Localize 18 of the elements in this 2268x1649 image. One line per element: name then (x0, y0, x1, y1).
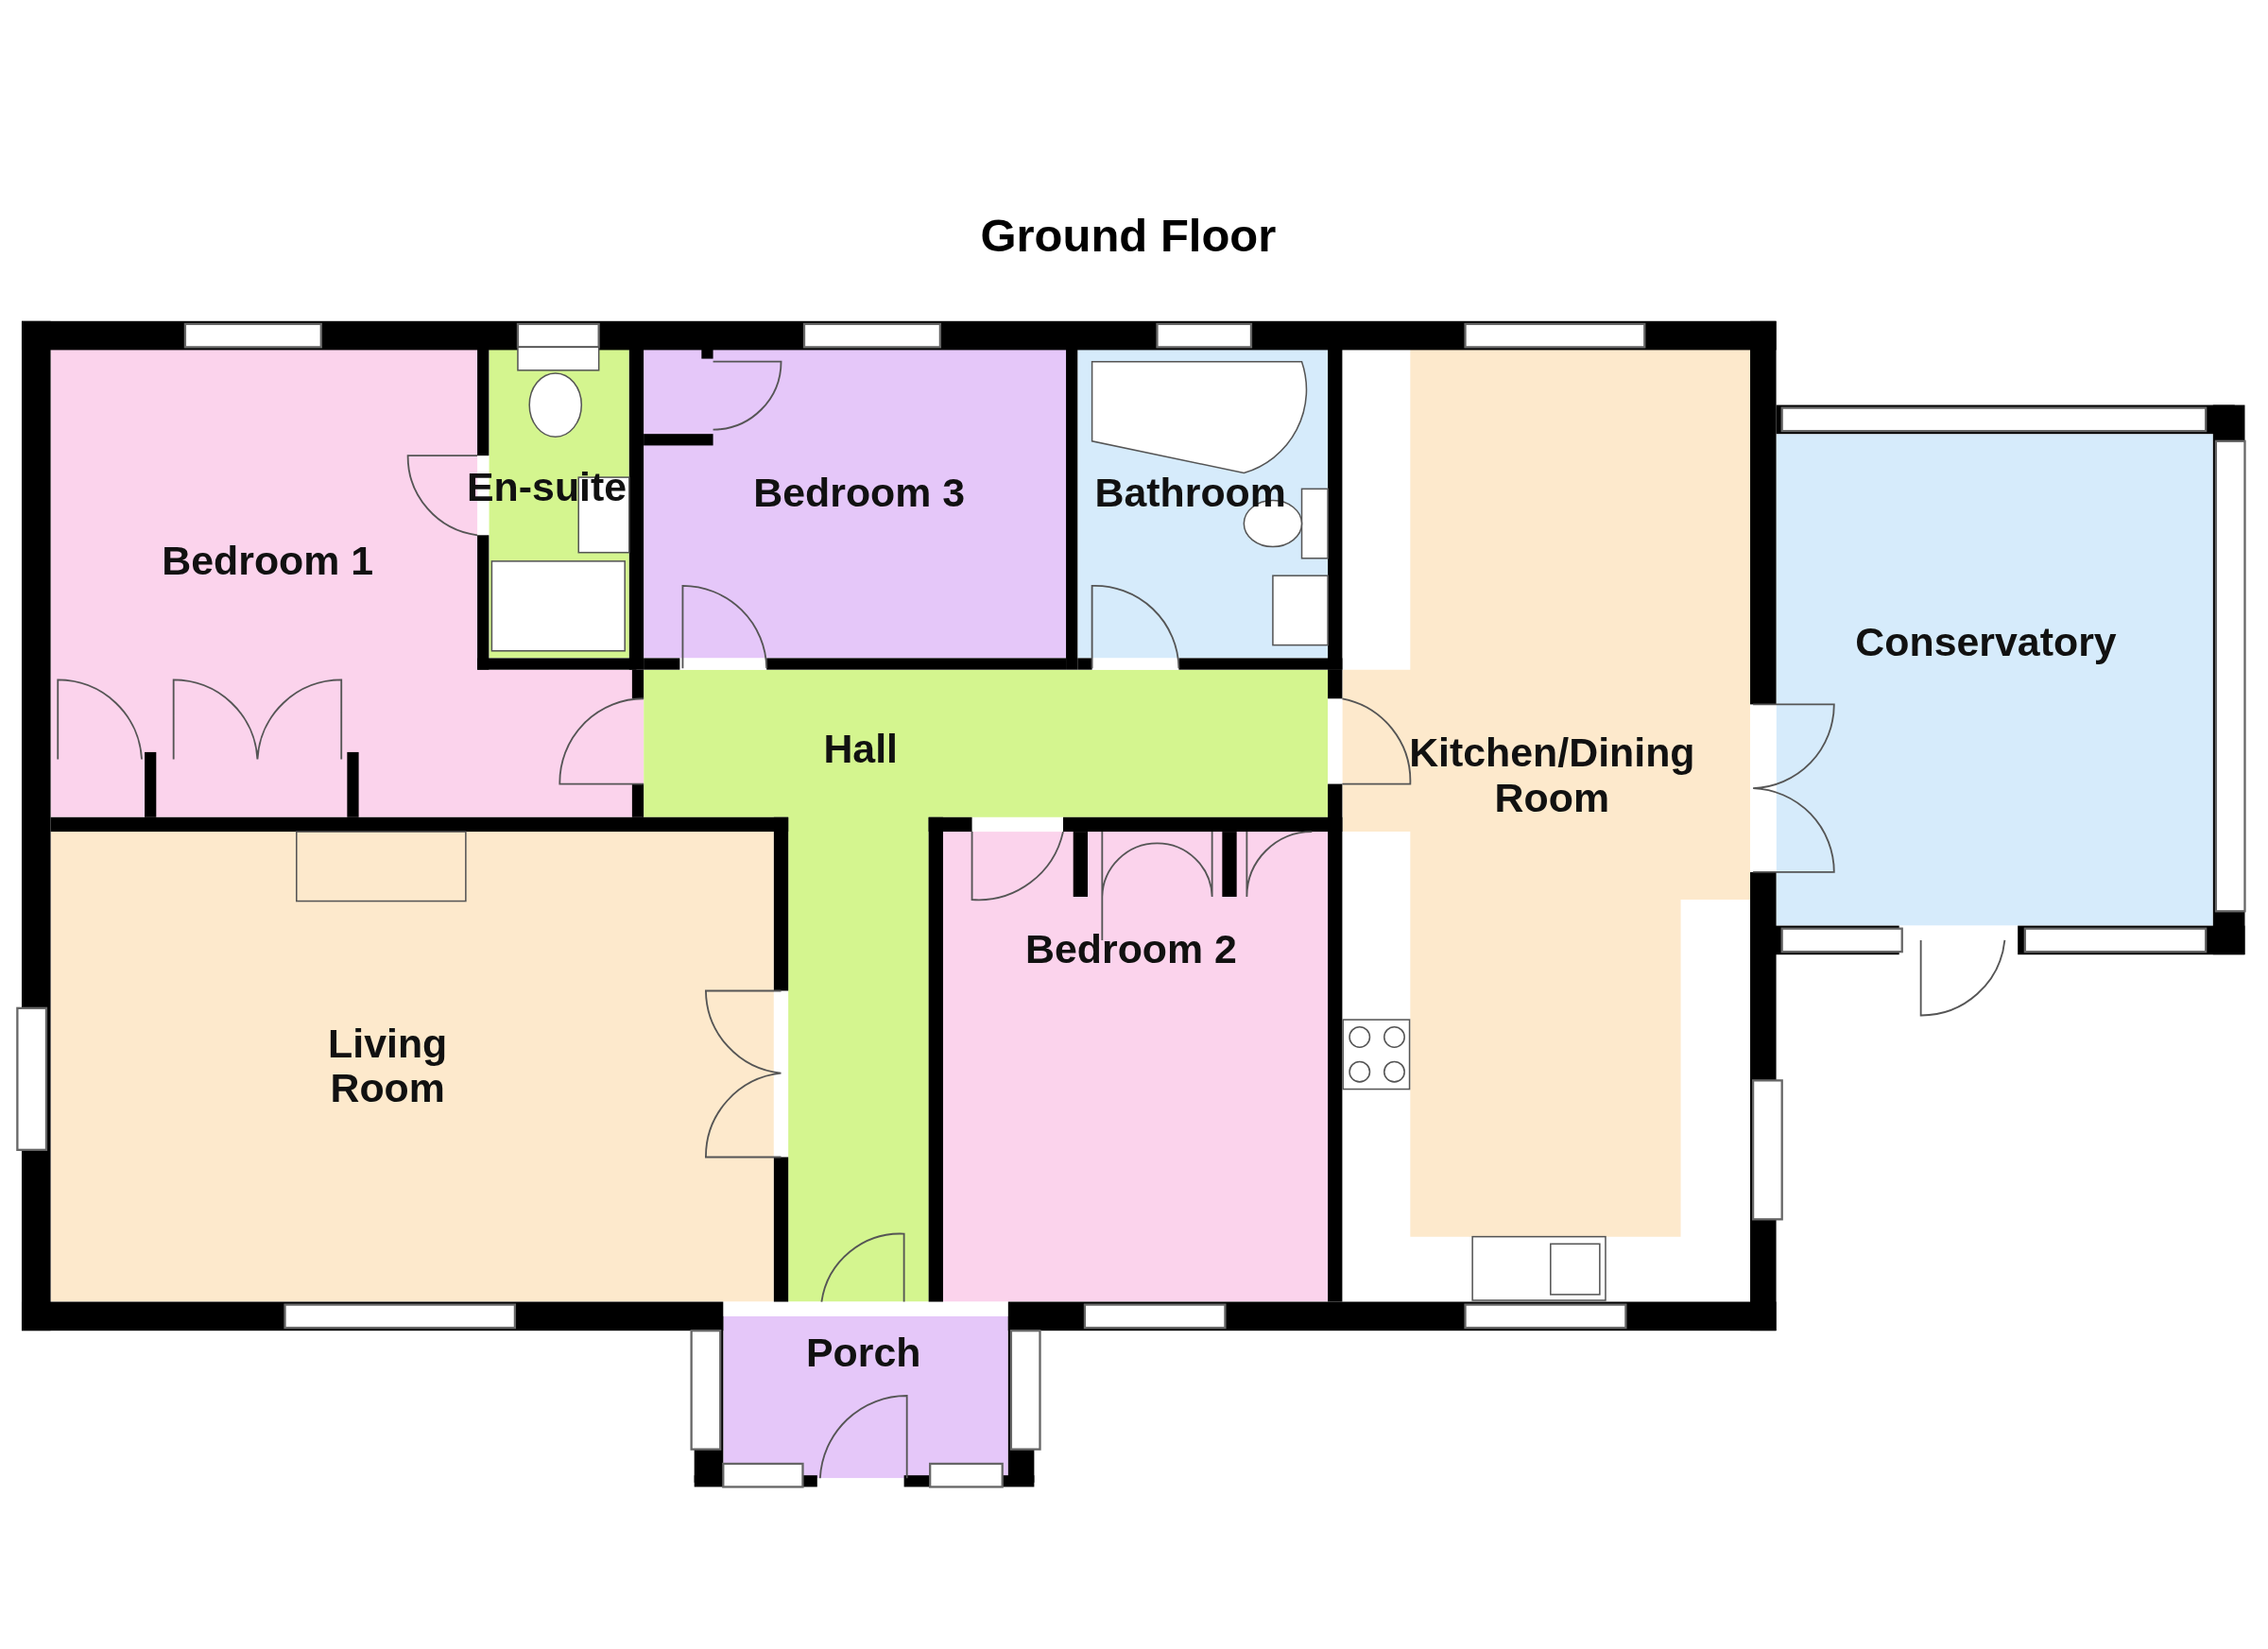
room-label: Bedroom 1 (162, 539, 374, 584)
room-area (723, 1315, 1008, 1479)
room-area (50, 832, 774, 1302)
room-label: Hall (823, 727, 898, 772)
room-label: Bedroom 3 (753, 471, 966, 516)
room-area (942, 832, 1329, 1302)
room-label: Living Room (327, 1021, 449, 1111)
room-area (644, 347, 1067, 659)
room-label: Bedroom 2 (1025, 926, 1237, 971)
plan-title: Ground Floor (980, 209, 1277, 263)
room-area (1342, 347, 1751, 1302)
room-label: Bathroom (1094, 471, 1286, 516)
room-label: Conservatory (1855, 619, 2117, 665)
room-area (1776, 434, 2213, 926)
room-label: Kitchen/Dining Room (1408, 730, 1696, 820)
room-area (644, 669, 1329, 1302)
room-label: Porch (806, 1330, 921, 1375)
room-area (50, 347, 644, 817)
